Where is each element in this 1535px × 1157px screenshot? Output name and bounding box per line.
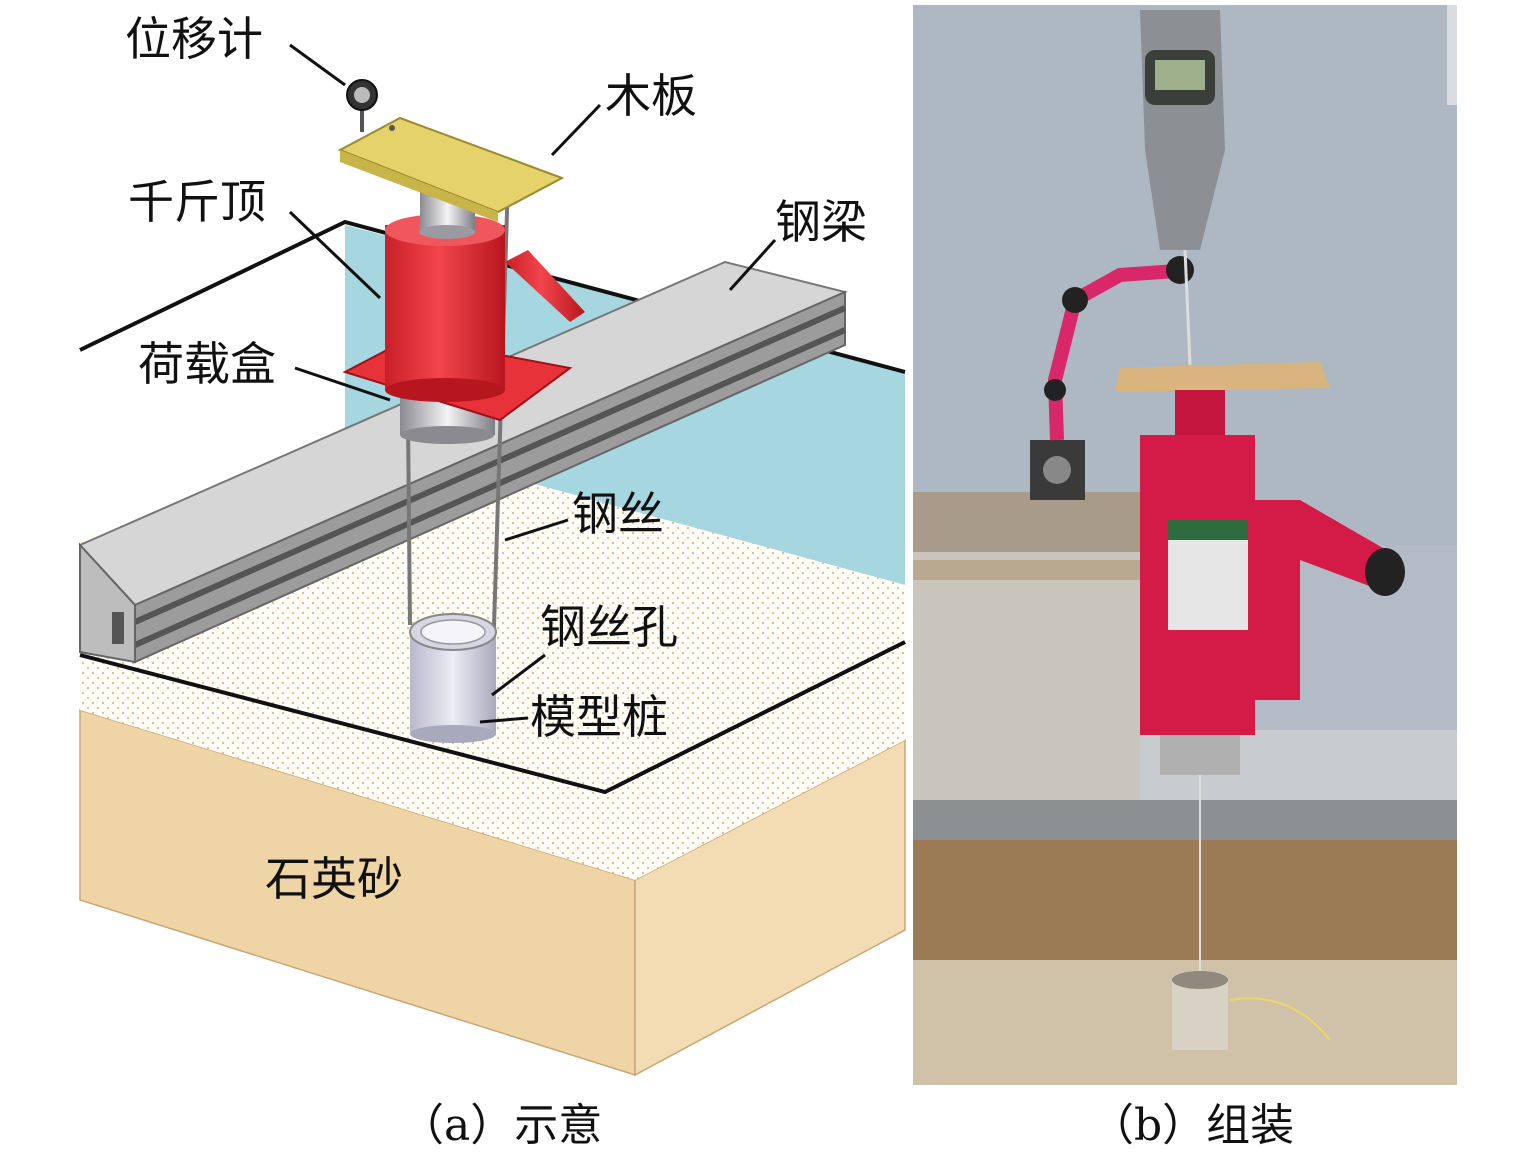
label-wood-board: 木板 <box>605 69 697 123</box>
label-wire-hole: 钢丝孔 <box>540 600 678 654</box>
label-steel-wire: 钢丝 <box>572 487 664 541</box>
label-model-pile: 模型桩 <box>530 690 668 744</box>
jack <box>342 190 585 444</box>
assembly-photo <box>913 5 1457 1085</box>
label-quartz-sand: 石英砂 <box>265 852 403 906</box>
caption-a: （a）示意 <box>400 1100 602 1151</box>
tank-front-edge <box>79 640 906 795</box>
wood-board <box>337 116 565 222</box>
jack-handle <box>505 250 585 322</box>
label-load-cell: 荷载盒 <box>138 337 276 391</box>
label-steel-beam: 钢梁 <box>775 195 867 249</box>
model-pile <box>409 613 497 743</box>
sand-box-right-face <box>634 738 906 1077</box>
label-dial-gauge: 位移计 <box>125 12 263 66</box>
caption-b: （b）组装 <box>1090 1100 1294 1151</box>
schematic-panel: 位移计 木板 千斤顶 钢梁 荷载盒 钢丝 钢丝孔 模型桩 石英砂 （a）示意 <box>78 12 906 1151</box>
label-jack: 千斤顶 <box>128 175 266 229</box>
dial-gauge <box>346 79 378 132</box>
wires <box>406 179 510 691</box>
